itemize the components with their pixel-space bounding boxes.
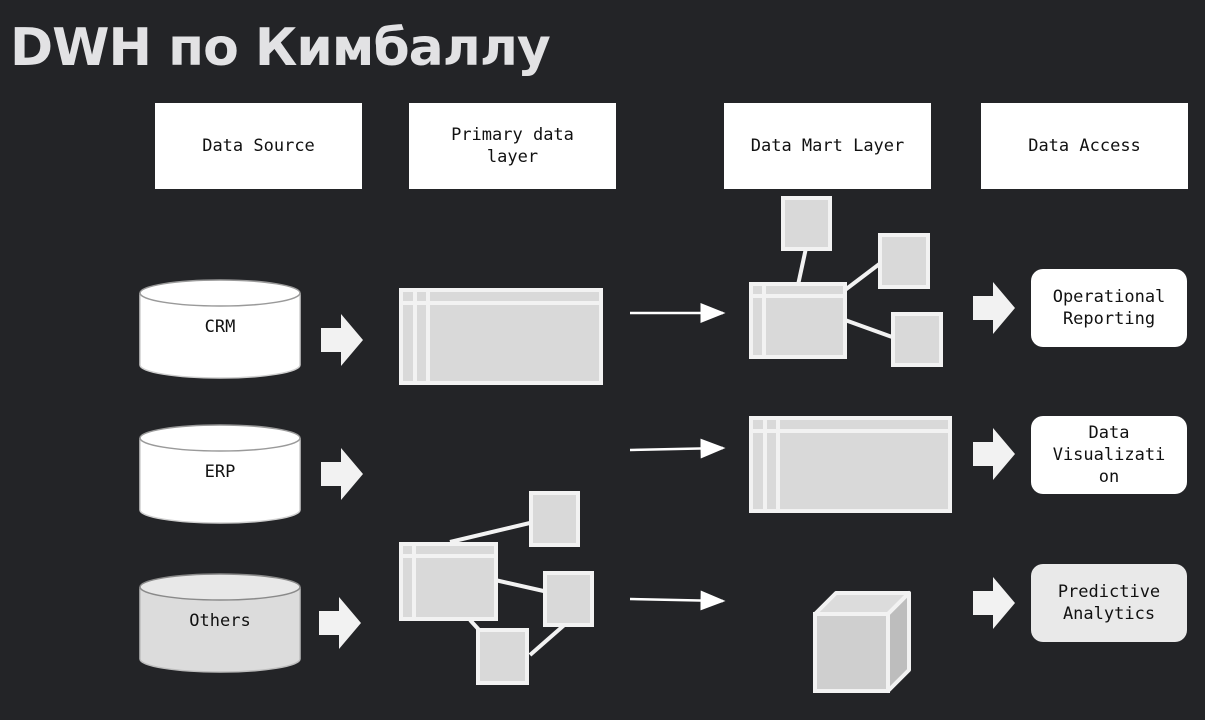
database-icon: [139, 279, 301, 379]
mart-table-icon: [749, 416, 952, 513]
predictive-label-line1: Predictive: [1057, 582, 1161, 602]
header-data-source-label: Data Source: [202, 136, 315, 156]
access-predictive-analytics: Predictive Analytics: [1031, 564, 1187, 642]
access-data-visualization: Data Visualizati on: [1031, 416, 1187, 494]
access-operational-reporting: Operational Reporting: [1031, 269, 1187, 347]
header-data-mart-label: Data Mart Layer: [750, 136, 905, 156]
source-others-label: Others: [189, 611, 251, 631]
header-data-access: Data Access: [981, 103, 1188, 189]
source-erp-label: ERP: [204, 462, 236, 482]
thin-arrow-bottom: [629, 590, 726, 611]
visualization-label-line2: Visualizati: [1052, 445, 1166, 465]
source-others-cylinder: Others: [139, 573, 301, 673]
source-erp-cylinder: ERP: [139, 424, 301, 524]
header-data-access-label: Data Access: [1028, 136, 1141, 156]
header-primary-label-line2: layer: [486, 147, 539, 167]
source-crm-cylinder: CRM: [139, 279, 301, 379]
block-arrow-crm: [321, 314, 363, 366]
header-data-source: Data Source: [155, 103, 362, 189]
visualization-label-line1: Data: [1088, 423, 1130, 443]
visualization-label-line3: on: [1098, 467, 1120, 487]
block-arrow-predictive: [973, 577, 1015, 629]
header-primary-label-line1: Primary data: [451, 125, 574, 145]
source-crm-label: CRM: [204, 317, 236, 337]
mart-star-schema-icon: [749, 196, 943, 367]
block-arrow-visualization: [973, 428, 1015, 480]
primary-star-schema-icon: [399, 491, 594, 685]
operational-label-line1: Operational: [1052, 287, 1166, 307]
header-primary-data-layer: Primary data layer: [409, 103, 616, 189]
block-arrow-operational: [973, 282, 1015, 334]
mart-cube-icon: [813, 591, 911, 693]
predictive-label-line2: Analytics: [1062, 604, 1156, 624]
operational-label-line2: Reporting: [1062, 309, 1156, 329]
block-arrow-erp: [321, 448, 363, 500]
slide-title: DWH по Кимбаллу: [10, 18, 551, 78]
thin-arrow-middle: [629, 438, 726, 459]
database-icon: [139, 424, 301, 524]
header-data-mart-layer: Data Mart Layer: [724, 103, 931, 189]
database-icon: [139, 573, 301, 673]
block-arrow-others: [319, 597, 361, 649]
primary-table-icon: [399, 288, 603, 385]
